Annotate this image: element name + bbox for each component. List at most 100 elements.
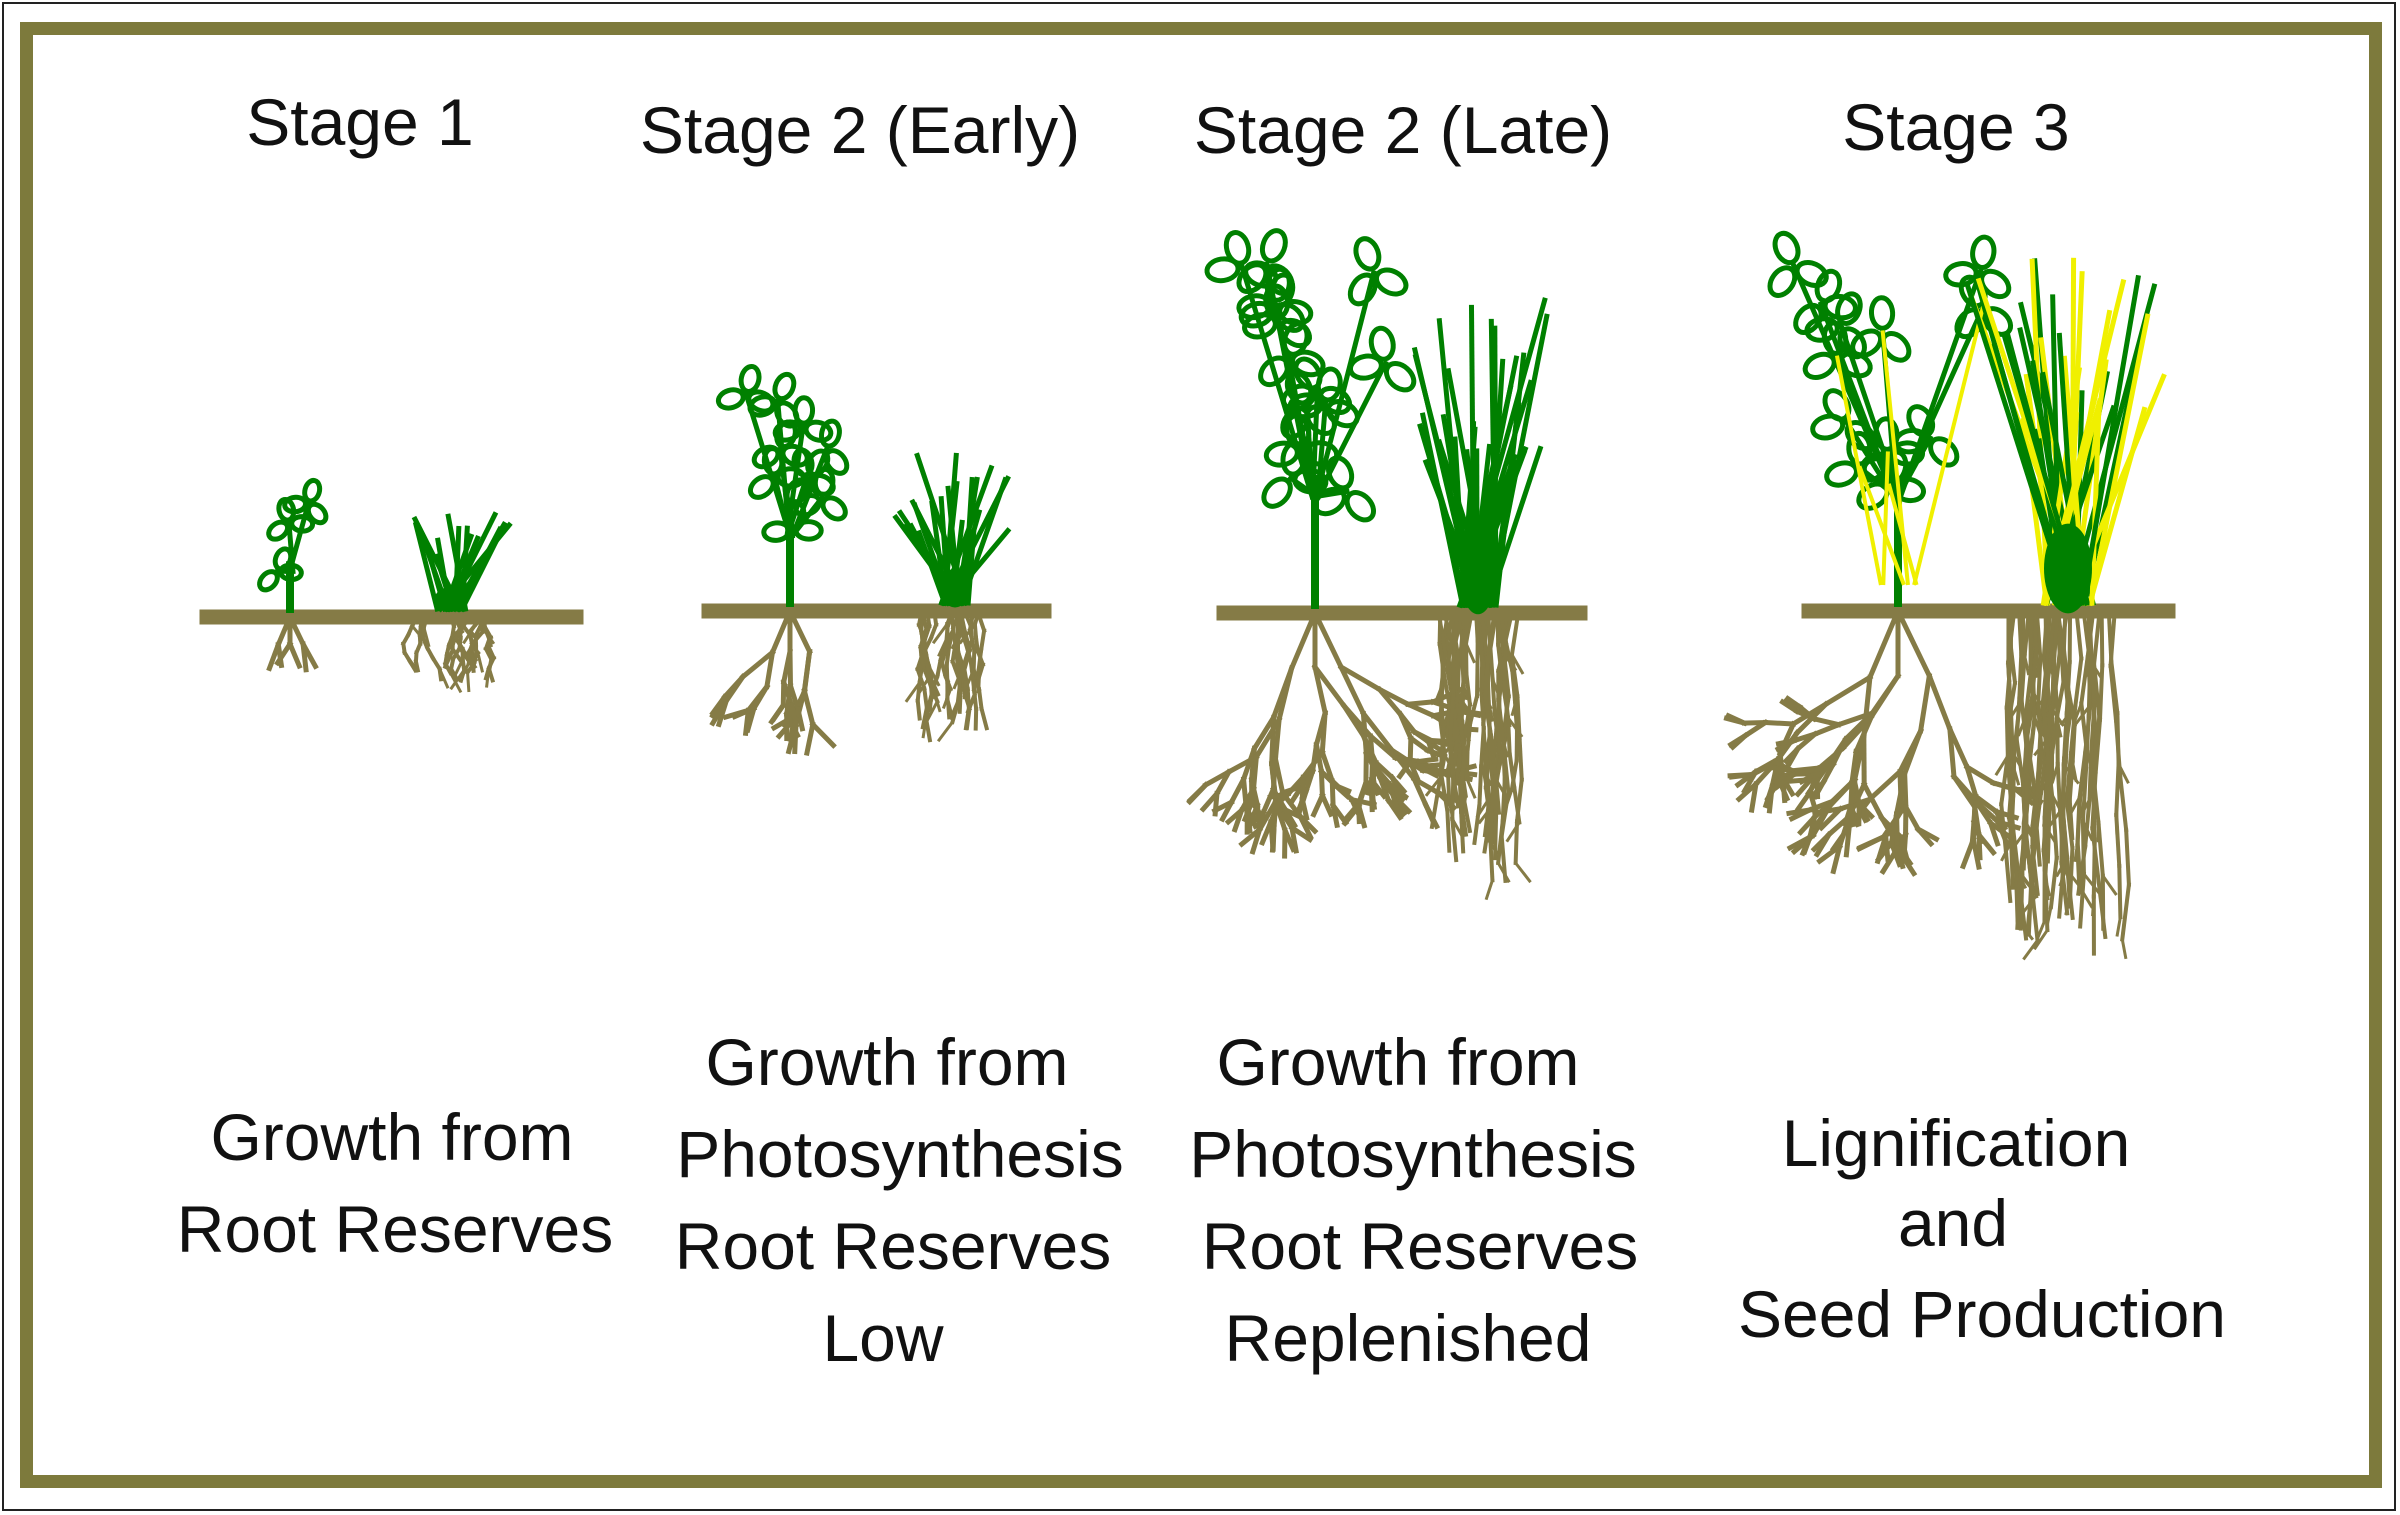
root-segment xyxy=(801,648,813,695)
fibrous-root xyxy=(1465,776,1477,799)
root-segment xyxy=(1852,713,1875,755)
grass-crown xyxy=(2044,523,2092,614)
fibrous-root xyxy=(1501,680,1511,720)
forb-branch xyxy=(789,445,830,539)
fibrous-root xyxy=(2091,608,2102,667)
fibrous-root xyxy=(1509,652,1520,699)
stage-title: Stage 3 xyxy=(1842,90,2070,164)
fibrous-root xyxy=(1496,700,1507,750)
fibrous-root xyxy=(931,621,950,645)
leaflet xyxy=(1281,321,1310,357)
fibrous-root xyxy=(1438,769,1450,814)
root-segment xyxy=(1329,801,1350,827)
fibrous-root xyxy=(2076,844,2088,896)
root-segment xyxy=(1879,844,1901,875)
forb-branch xyxy=(771,474,793,539)
stage-caption-line: Growth from xyxy=(210,1100,573,1174)
root-segment xyxy=(286,640,303,670)
leaflet xyxy=(761,446,785,477)
root-segment xyxy=(1950,772,1981,806)
fibrous-root xyxy=(465,650,479,663)
stage-caption-line: Photosynthesis xyxy=(1189,1117,1637,1191)
fibrous-root xyxy=(442,655,452,670)
fibrous-root xyxy=(486,667,496,683)
fibrous-root xyxy=(1488,733,1498,779)
root-segment xyxy=(731,705,758,720)
root-segment xyxy=(1392,754,1423,770)
root-segment xyxy=(1866,607,1902,681)
fibrous-root xyxy=(932,690,942,713)
root-segment xyxy=(1798,770,1820,786)
forb-branch xyxy=(1896,268,1984,503)
root-segment xyxy=(1963,763,1997,787)
stage-caption-line: Root Reserves xyxy=(177,1192,614,1266)
fibrous-root xyxy=(2055,761,2063,817)
fibrous-root xyxy=(1488,789,1496,838)
fibrous-root xyxy=(2015,872,2023,930)
stage-caption-line: Seed Production xyxy=(1738,1277,2226,1351)
fibrous-root xyxy=(1502,645,1508,685)
root-segment xyxy=(1860,781,1886,822)
fibrous-root xyxy=(1479,725,1486,769)
fibrous-root xyxy=(1445,703,1452,739)
fibrous-root xyxy=(476,651,485,673)
fibrous-root xyxy=(407,658,419,674)
fibrous-root xyxy=(923,716,933,743)
leaflet xyxy=(1280,405,1311,440)
fibrous-root xyxy=(971,648,977,672)
plants-layer xyxy=(199,228,2176,961)
root-segment xyxy=(1851,748,1859,785)
fibrous-root xyxy=(950,642,958,664)
fibrous-root xyxy=(2114,812,2122,869)
root-segment xyxy=(1329,778,1336,808)
fibrous-root xyxy=(2045,608,2052,665)
leaflet xyxy=(1353,236,1382,272)
fibrous-root xyxy=(956,676,963,698)
root-segment xyxy=(768,701,787,726)
fibrous-root xyxy=(2064,864,2075,921)
fibrous-root xyxy=(2009,793,2016,844)
root-segment xyxy=(1796,703,1818,723)
root-segment xyxy=(1829,822,1853,853)
root-segment xyxy=(1422,801,1441,830)
fibrous-root xyxy=(2041,608,2050,662)
forb-branch xyxy=(1263,261,1316,500)
fibrous-root xyxy=(1479,687,1486,731)
fibrous-root xyxy=(1456,680,1466,720)
fibrous-root xyxy=(2108,608,2117,668)
fibrous-root xyxy=(2051,608,2060,665)
fibrous-root xyxy=(943,634,950,653)
fibrous-root xyxy=(2090,767,2101,826)
fibrous-root xyxy=(2041,800,2049,853)
leaflet xyxy=(1325,399,1360,429)
leaflet xyxy=(1906,404,1936,438)
fibrous-root xyxy=(2003,850,2013,904)
fibrous-root xyxy=(924,663,932,682)
fibrous-root xyxy=(1454,752,1462,786)
fibrous-root xyxy=(2078,871,2087,929)
fibrous-root xyxy=(1490,677,1497,715)
fibrous-root xyxy=(1505,820,1522,843)
fibrous-root xyxy=(1481,769,1493,814)
root-segment xyxy=(739,648,776,681)
leaflet xyxy=(1810,413,1846,441)
root-segment xyxy=(1328,777,1356,804)
root-segment xyxy=(1407,734,1432,754)
root-segment xyxy=(1319,748,1336,785)
grass-blade xyxy=(1488,318,1499,608)
fibrous-root xyxy=(1496,726,1503,760)
fibrous-root xyxy=(1512,785,1522,825)
fibrous-root xyxy=(2030,649,2039,695)
root-segment xyxy=(266,641,282,672)
leaflet xyxy=(1814,268,1843,304)
root-segment xyxy=(1748,781,1759,813)
root-segment xyxy=(780,678,795,709)
leaflet xyxy=(1312,486,1347,517)
fibrous-root xyxy=(1460,792,1473,834)
forb-branch xyxy=(1315,401,1329,500)
stage-1-plants xyxy=(199,477,584,694)
root-segment xyxy=(709,693,729,720)
fibrous-root xyxy=(976,675,981,694)
fibrous-root xyxy=(1451,652,1456,698)
